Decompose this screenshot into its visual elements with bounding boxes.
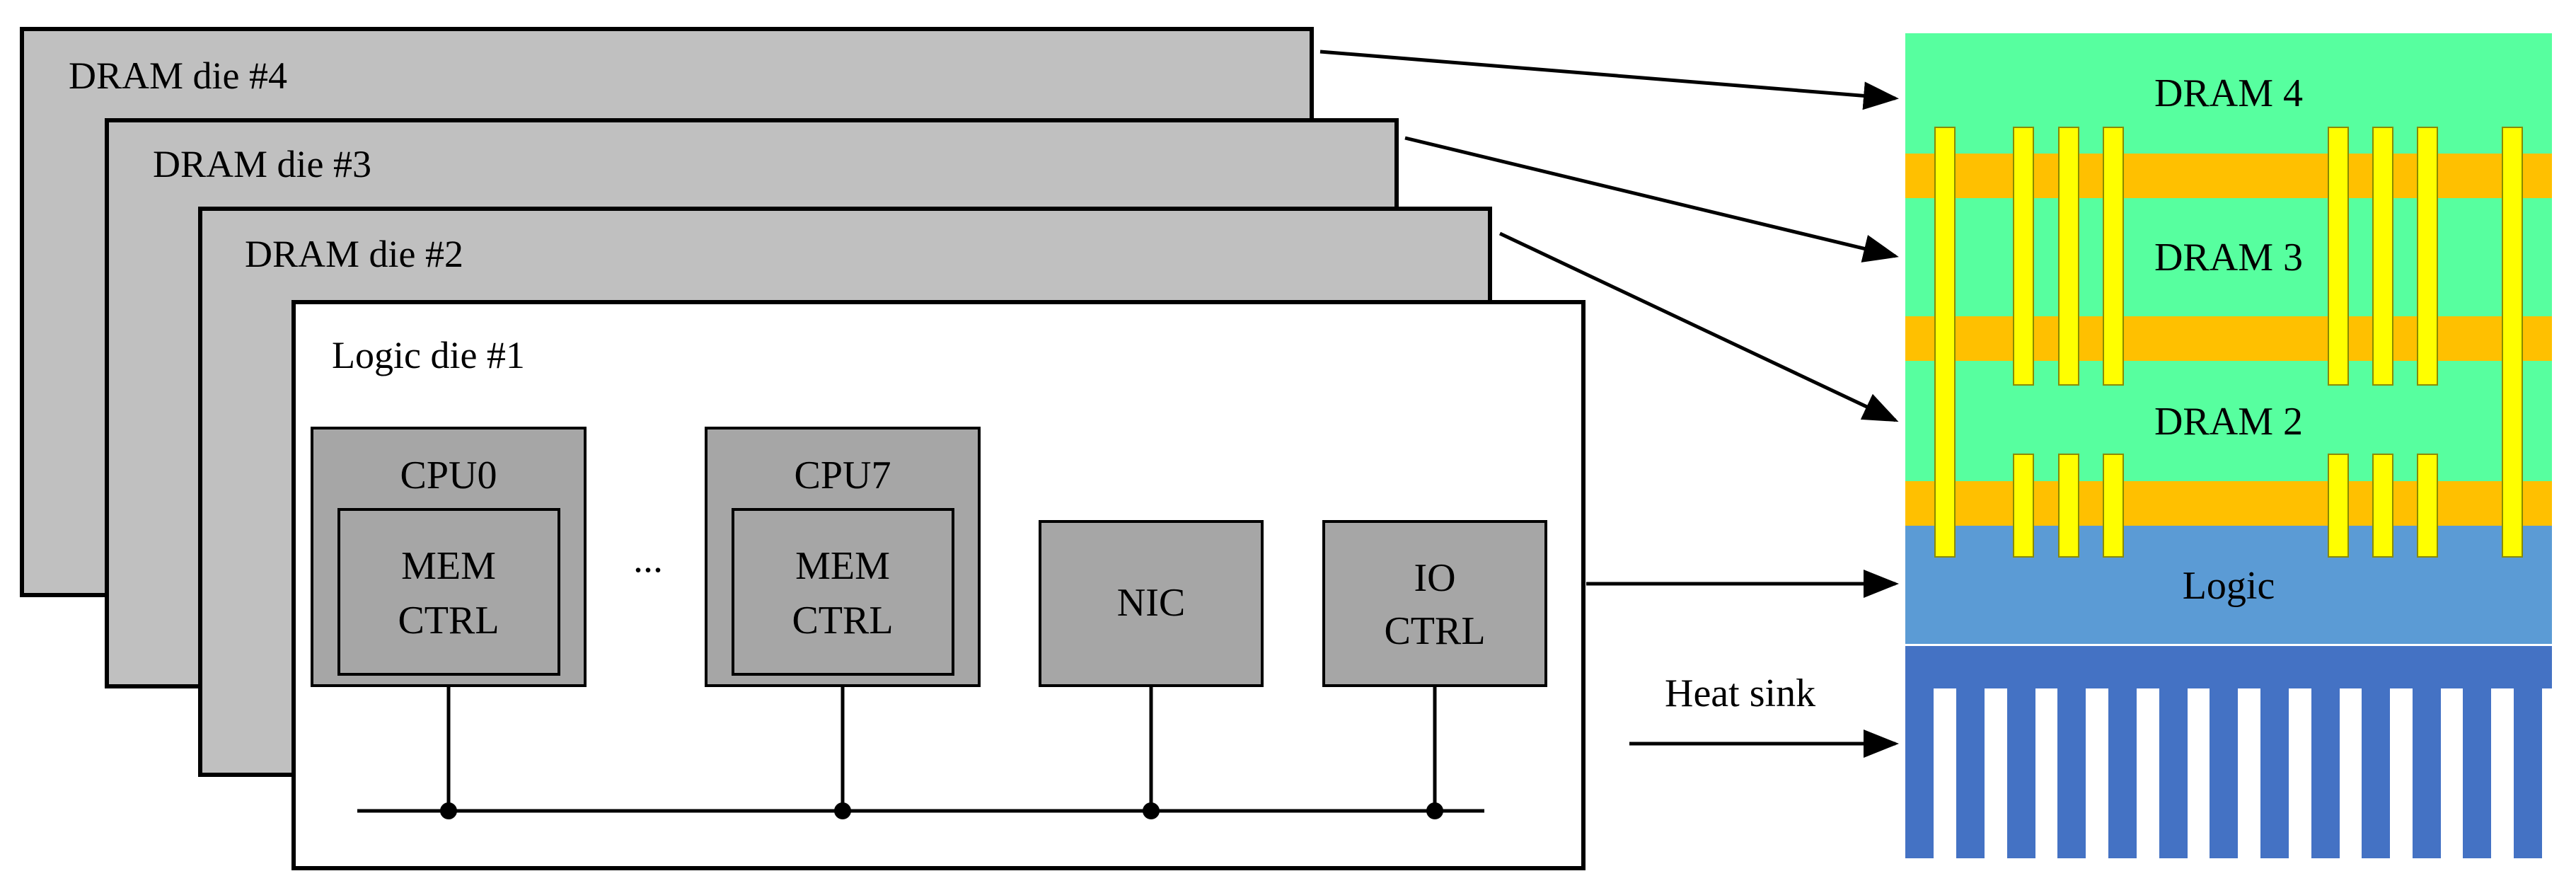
bus-junction-cpu7 [834, 802, 851, 819]
heat-sink-fins [1905, 688, 2542, 858]
tsv [1934, 127, 1956, 558]
dram-die-3-label: DRAM die #3 [153, 143, 371, 185]
dram-die-4-label: DRAM die #4 [69, 54, 287, 97]
bond-layer-3 [1905, 481, 2552, 526]
io-ctrl-line1: IO [1414, 556, 1455, 600]
cpu-ellipsis: ... [633, 537, 663, 581]
cpu0-label: CPU0 [400, 454, 497, 497]
cpu7-label: CPU7 [795, 454, 891, 497]
tsv [2058, 127, 2079, 386]
mapping-arrows [1319, 50, 1899, 758]
bus [357, 686, 1484, 813]
bus-junction-io [1426, 802, 1443, 819]
io-ctrl-block: IO CTRL [1322, 520, 1547, 687]
bus-junction-nic [1143, 802, 1160, 819]
stack-cross-section: DRAM 4 DRAM 3 DRAM 2 Logic [1905, 33, 2552, 858]
bus-junction-cpu0 [440, 802, 457, 819]
io-ctrl-line2: CTRL [1384, 609, 1485, 653]
tsv [2417, 454, 2438, 558]
tsv [2013, 127, 2034, 386]
cpu0-mem-ctrl-line2: CTRL [398, 599, 499, 642]
arrow-dram2 [1498, 231, 1899, 422]
stack-dram3-label: DRAM 3 [2154, 236, 2303, 279]
tsv [2013, 454, 2034, 558]
tsv [2058, 454, 2079, 558]
arrow-dram4 [1319, 50, 1899, 110]
bond-layer-2 [1905, 316, 2552, 361]
cpu0-mem-ctrl [337, 508, 560, 676]
tsv [2328, 454, 2349, 558]
stack-dram2-label: DRAM 2 [2154, 400, 2303, 444]
cpu0-block: CPU0 MEM CTRL [311, 427, 587, 687]
heat-sink-base [1905, 646, 2552, 688]
cpu7-block: CPU7 MEM CTRL [705, 427, 981, 687]
cpu7-mem-ctrl-line2: CTRL [792, 599, 893, 642]
tsv-group [1934, 127, 2523, 558]
heat-sink-label: Heat sink [1665, 671, 1815, 715]
cpu7-mem-ctrl [732, 508, 954, 676]
cpu0-mem-ctrl-line1: MEM [401, 544, 496, 588]
stack-logic-label: Logic [2183, 564, 2275, 608]
tsv [2502, 127, 2523, 558]
logic-die-label: Logic die #1 [332, 334, 525, 376]
tsv [2103, 127, 2124, 386]
tsv [2328, 127, 2349, 386]
dram-die-2-label: DRAM die #2 [245, 233, 463, 275]
nic-block: NIC [1039, 520, 1264, 687]
tsv [2417, 127, 2438, 386]
nic-label: NIC [1117, 581, 1185, 625]
arrow-dram3 [1404, 136, 1899, 263]
tsv [2372, 454, 2393, 558]
tsv [2372, 127, 2393, 386]
bus-junctions [440, 802, 1443, 819]
tsv [2103, 454, 2124, 558]
bond-layer-1 [1905, 154, 2552, 198]
stack-dram4-label: DRAM 4 [2154, 71, 2303, 115]
cpu7-mem-ctrl-line1: MEM [795, 544, 890, 588]
